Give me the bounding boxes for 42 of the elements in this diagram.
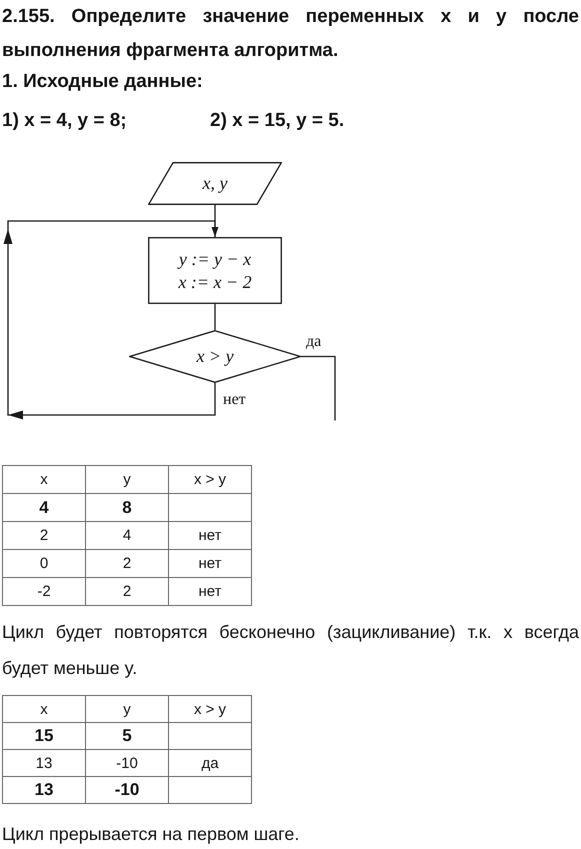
exit-line — [301, 356, 336, 420]
table-cell: 13 — [2, 750, 86, 776]
table-cell: нет — [168, 550, 252, 578]
table-cell: 15 — [2, 722, 86, 750]
header-cell: x — [2, 696, 86, 722]
table-cell: 0 — [2, 550, 86, 578]
table-cell: 13 — [2, 776, 86, 804]
initial-data-text: 2) x = 15, y = 5. — [210, 109, 344, 133]
io-parallelogram — [148, 162, 282, 205]
process-box — [148, 237, 282, 304]
table-cell: 2 — [86, 578, 168, 606]
initial-data-text: 1) x = 4, y = 8; — [2, 109, 127, 133]
node-text: x > y — [196, 345, 234, 368]
table-cell: да — [168, 750, 252, 776]
title: 2.155. Определите значение переменных x и y после выполнения фрагмента алгоритма. — [2, 5, 579, 63]
edge-label: нет — [223, 391, 246, 409]
decision-diamond — [129, 330, 301, 383]
header-cell: y — [86, 696, 168, 722]
table-cell: 4 — [86, 522, 168, 550]
node-text: x := x − 2 — [178, 270, 252, 294]
edge-label: да — [306, 332, 322, 350]
header-cell: x — [2, 466, 86, 494]
node-text: x, y — [202, 172, 228, 195]
table-cell: 2 — [86, 550, 168, 578]
header-cell: x > y — [168, 466, 252, 494]
table-cell: нет — [168, 578, 252, 606]
conclusion-text: Цикл прерывается на первом шаге. — [2, 823, 300, 846]
section-heading: 1. Исходные данные: — [2, 70, 203, 94]
header-cell: x > y — [168, 696, 252, 722]
explanation-text: Цикл будет повторятся бесконечно (зацикливание) т.к. x всегда будет меньше y. — [2, 621, 579, 680]
node-text: y := y − x — [178, 248, 252, 270]
table-cell: -10 — [86, 750, 168, 776]
table-cell: 5 — [86, 722, 168, 750]
table-cell: нет — [168, 522, 252, 550]
loop-arrow — [4, 220, 218, 420]
table-cell: 8 — [86, 494, 168, 522]
header-cell: y — [86, 466, 168, 494]
table-cell: 2 — [2, 522, 86, 550]
table-cell: -10 — [86, 776, 168, 804]
table-cell: -2 — [2, 578, 86, 606]
connector-line — [214, 304, 216, 330]
table-cell: 4 — [2, 494, 86, 522]
